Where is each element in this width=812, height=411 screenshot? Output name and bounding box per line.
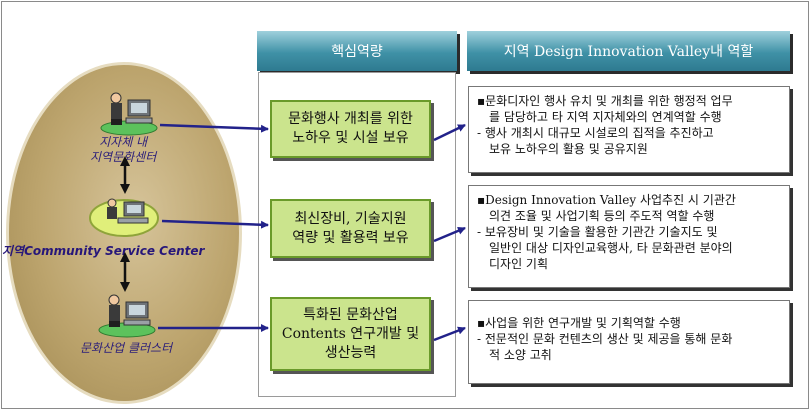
arrow-box-to-role-2	[433, 226, 466, 243]
role-3-sub-line-1: - 전문적인 문화 컨텐츠의 생산 및 제공을 통해 문화	[477, 332, 733, 346]
role-3-sub-line-2: 적 소양 고취	[489, 348, 552, 362]
arrow-node-to-box-1	[159, 123, 269, 133]
role-1-sub-line-1: - 행사 개최시 대규모 시설로의 집적을 추진하고	[477, 126, 714, 140]
computer-user-icon	[100, 92, 158, 136]
top-node-line-1: 지자체 내	[99, 135, 148, 149]
competency-box-3: 특화된 문화산업 Contents 연구개발 및 생산능력	[270, 297, 431, 371]
competency-2-line-2: 역량 및 활용력 보유	[292, 229, 409, 246]
competency-3-line-1: 특화된 문화산업	[303, 306, 398, 323]
role-1-bullet-line-1: ▪문화디자인 행사 유치 및 개최를 위한 행정적 업무	[477, 94, 733, 108]
organization-ellipse	[6, 62, 242, 404]
role-1-sub-line-2: 보유 노하우의 활용 및 공유지원	[489, 142, 648, 156]
core-competency-header: 핵심역량	[257, 31, 457, 71]
role-2-sub-line-2: 일반인 대상 디자인교육행사, 타 문화관련 분야의	[489, 241, 733, 255]
computer-user-icon	[98, 294, 156, 338]
role-2-sub-line-3: 디자인 기획	[489, 257, 549, 271]
competency-3-line-2: Contents 연구개발 및	[281, 325, 420, 342]
competency-box-2: 최신장비, 기술지원 역량 및 활용력 보유	[270, 199, 431, 258]
role-2-bullet-line-1: ▪Design Innovation Valley 사업추진 시 기관간	[477, 193, 736, 207]
role-header: 지역 Design Innovation Valley내 역할	[467, 31, 790, 71]
role-box-2: ▪Design Innovation Valley 사업추진 시 기관간 의견 …	[468, 185, 790, 288]
role-3-bullet-line-1: ▪사업을 위한 연구개발 및 기획역할 수행	[477, 316, 681, 330]
role-box-3: ▪사업을 위한 연구개발 및 기획역할 수행 - 전문적인 문화 컨텐츠의 생산…	[468, 300, 790, 384]
arrow-box-to-role-1	[433, 123, 466, 142]
server-hub-icon	[89, 198, 159, 237]
competency-1-line-2: 노하우 및 시설 보유	[292, 130, 409, 146]
role-box-1: ▪문화디자인 행사 유치 및 개최를 위한 행정적 업무 를 담당하고 타 지역…	[468, 86, 790, 173]
competency-1-line-1: 문화행사 개최를 위한	[288, 111, 413, 127]
arrow-node-to-box-2	[161, 219, 269, 229]
role-2-sub-line-1: - 보유장비 및 기술을 활용한 기관간 기술지도 및	[477, 225, 718, 239]
role-1-bullet-line-2: 를 담당하고 타 지역 지자체와의 연계역할 수행	[489, 110, 722, 124]
competency-box-1: 문화행사 개최를 위한 노하우 및 시설 보유	[270, 100, 431, 158]
bottom-node-label: 문화산업 클러스터	[80, 341, 173, 355]
competency-3-line-3: 생산능력	[324, 344, 377, 361]
competency-2-line-1: 최신장비, 기술지원	[294, 210, 407, 227]
center-node-label: 지역Community Service Center	[2, 244, 205, 258]
arrow-box-to-role-3	[433, 326, 466, 342]
role-2-bullet-line-2: 의견 조율 및 사업기획 등의 주도적 역할 수행	[489, 209, 715, 223]
